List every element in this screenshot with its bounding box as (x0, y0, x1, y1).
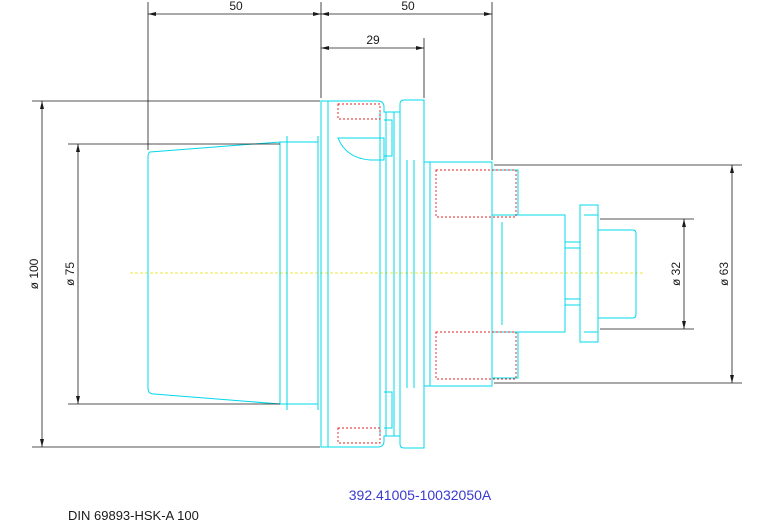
hidden-body-top (435, 169, 517, 218)
dim-dia-shank: ø 75 (63, 262, 77, 286)
nose (492, 214, 566, 333)
cap (598, 229, 637, 319)
hidden-flange-bottom (337, 427, 381, 444)
hidden-body-bottom (435, 331, 517, 380)
dimension-lines (32, 2, 742, 448)
standard-label: DIN 69893-HSK-A 100 (68, 508, 199, 523)
keyway-bottom (384, 391, 393, 429)
part-outline (147, 99, 637, 449)
drive-slot (337, 137, 385, 161)
body-step-bottom (492, 331, 519, 379)
tool-body (424, 161, 493, 387)
clamp-nut (579, 204, 599, 343)
dim-dia-bore: ø 32 (669, 262, 683, 286)
hidden-flange-top (337, 103, 381, 120)
dim-dia-flange: ø 100 (27, 258, 41, 289)
flange-body (320, 99, 425, 449)
part-number-label: 392.41005-10032050A (349, 487, 492, 503)
dim-length-right: 50 (401, 0, 415, 13)
body-step-top (492, 169, 519, 216)
bore-neck (565, 241, 581, 306)
hsk-taper (147, 141, 281, 405)
dim-length-left: 50 (229, 0, 243, 13)
hidden-lines (337, 103, 517, 444)
dim-length-flange: 29 (366, 33, 380, 47)
keyway-top (384, 119, 393, 157)
dim-dia-body: ø 63 (717, 262, 731, 286)
